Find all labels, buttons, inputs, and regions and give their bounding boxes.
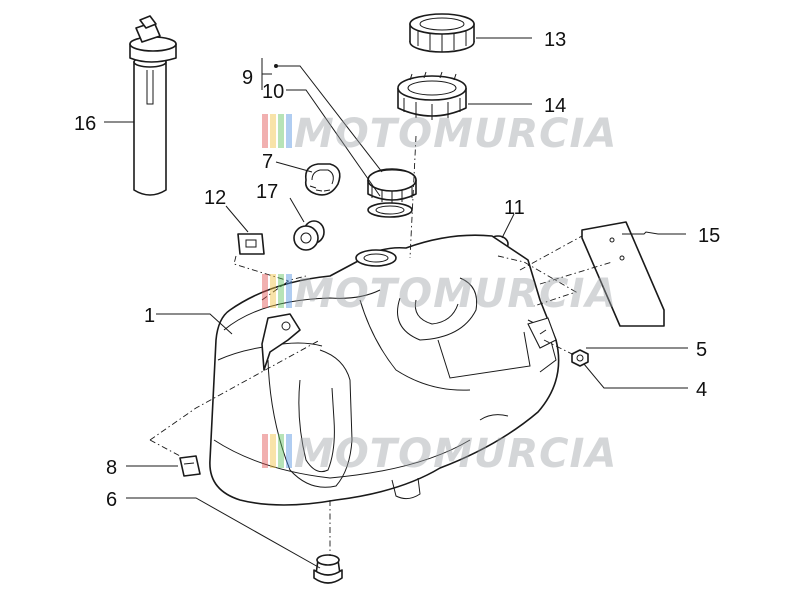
clip-nut-part	[179, 455, 201, 477]
callout-8: 8	[106, 457, 117, 479]
protective-plate-part	[581, 221, 665, 327]
callout-7: 7	[262, 151, 273, 173]
alignment-lines	[149, 135, 613, 556]
fuel-level-sender-part	[129, 15, 177, 196]
locking-ring-part	[409, 13, 475, 53]
filler-neck-ring-part	[397, 71, 467, 120]
watermark-stripe	[262, 434, 268, 468]
cap-gasket-part	[367, 202, 413, 218]
clip-part	[237, 233, 265, 255]
watermark-stripe	[270, 114, 276, 148]
watermark-stripe	[270, 434, 276, 468]
callout-14: 14	[544, 95, 566, 117]
leader-dot	[274, 64, 278, 68]
callout-17: 17	[256, 181, 278, 203]
watermark-text: MOTOMURCIA	[294, 111, 617, 157]
hose-clamp-part	[304, 163, 341, 196]
leader-lines	[104, 37, 688, 569]
watermark-text: MOTOMURCIA	[294, 271, 617, 317]
callout-12: 12	[204, 187, 226, 209]
watermark-middle: MOTOMURCIA	[262, 271, 617, 317]
callout-5: 5	[696, 339, 707, 361]
watermark-stripe	[278, 434, 284, 468]
fuel-tank-part	[209, 234, 560, 506]
callout-labels: 16 13 14 9 10 7 12 17 11 15 1 5 4 8 6	[74, 29, 720, 511]
watermark-text: MOTOMURCIA	[294, 431, 617, 477]
callout-16: 16	[74, 113, 96, 135]
fuel-cap-part	[367, 168, 417, 203]
rubber-mount-part	[313, 554, 343, 584]
callout-6: 6	[106, 489, 117, 511]
watermark-stripe	[286, 114, 292, 148]
watermark-top: MOTOMURCIA	[262, 111, 617, 157]
watermark-stripe	[262, 274, 268, 308]
watermark-stripe	[270, 274, 276, 308]
callout-4: 4	[696, 379, 707, 401]
watermark-stripe	[262, 114, 268, 148]
watermark-stripe	[286, 274, 292, 308]
nut-part	[571, 349, 589, 367]
watermark-stripe	[278, 274, 284, 308]
callout-11: 11	[504, 197, 525, 219]
callout-9: 9	[242, 67, 253, 89]
rubber-grommet-part	[293, 220, 325, 251]
callout-15: 15	[698, 225, 720, 247]
watermark-stripe	[286, 434, 292, 468]
callout-13: 13	[544, 29, 566, 51]
watermark-stripe	[278, 114, 284, 148]
callout-1: 1	[144, 305, 155, 327]
callout-10: 10	[262, 81, 284, 103]
watermark-bottom: MOTOMURCIA	[262, 431, 617, 477]
